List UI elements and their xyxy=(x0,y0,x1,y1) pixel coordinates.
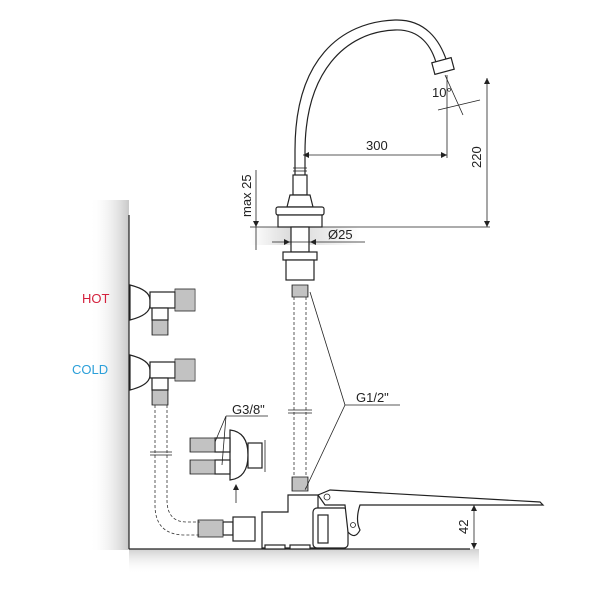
floor-shadow xyxy=(129,549,479,574)
aerator xyxy=(431,56,455,76)
hole-diameter-label: Ø25 xyxy=(328,227,353,242)
mixer-detail xyxy=(189,429,266,503)
g38-leader xyxy=(214,415,268,466)
hex-nut xyxy=(285,259,315,281)
thread-g38-label: G3/8" xyxy=(232,402,265,417)
g12-leader xyxy=(304,291,346,491)
spout xyxy=(275,19,455,281)
cold-valve xyxy=(129,354,196,406)
angle-label: 10° xyxy=(432,85,452,100)
reach-label: 300 xyxy=(366,138,388,153)
supply-hose-vertical xyxy=(288,284,312,492)
height-label: 220 xyxy=(469,146,484,168)
pedal-height-label: 42 xyxy=(456,520,471,534)
foot-pedal-valve xyxy=(261,489,545,550)
hot-label: HOT xyxy=(82,291,110,306)
thread-g12-label: G1/2" xyxy=(356,390,389,405)
wall-shadow xyxy=(90,200,129,550)
dimension-lines xyxy=(253,74,490,549)
hot-valve xyxy=(129,284,196,336)
base-flange xyxy=(275,206,325,216)
supply-hose-connector xyxy=(150,405,256,542)
cold-label: COLD xyxy=(72,362,108,377)
max-thickness-label: max 25 xyxy=(239,174,254,217)
